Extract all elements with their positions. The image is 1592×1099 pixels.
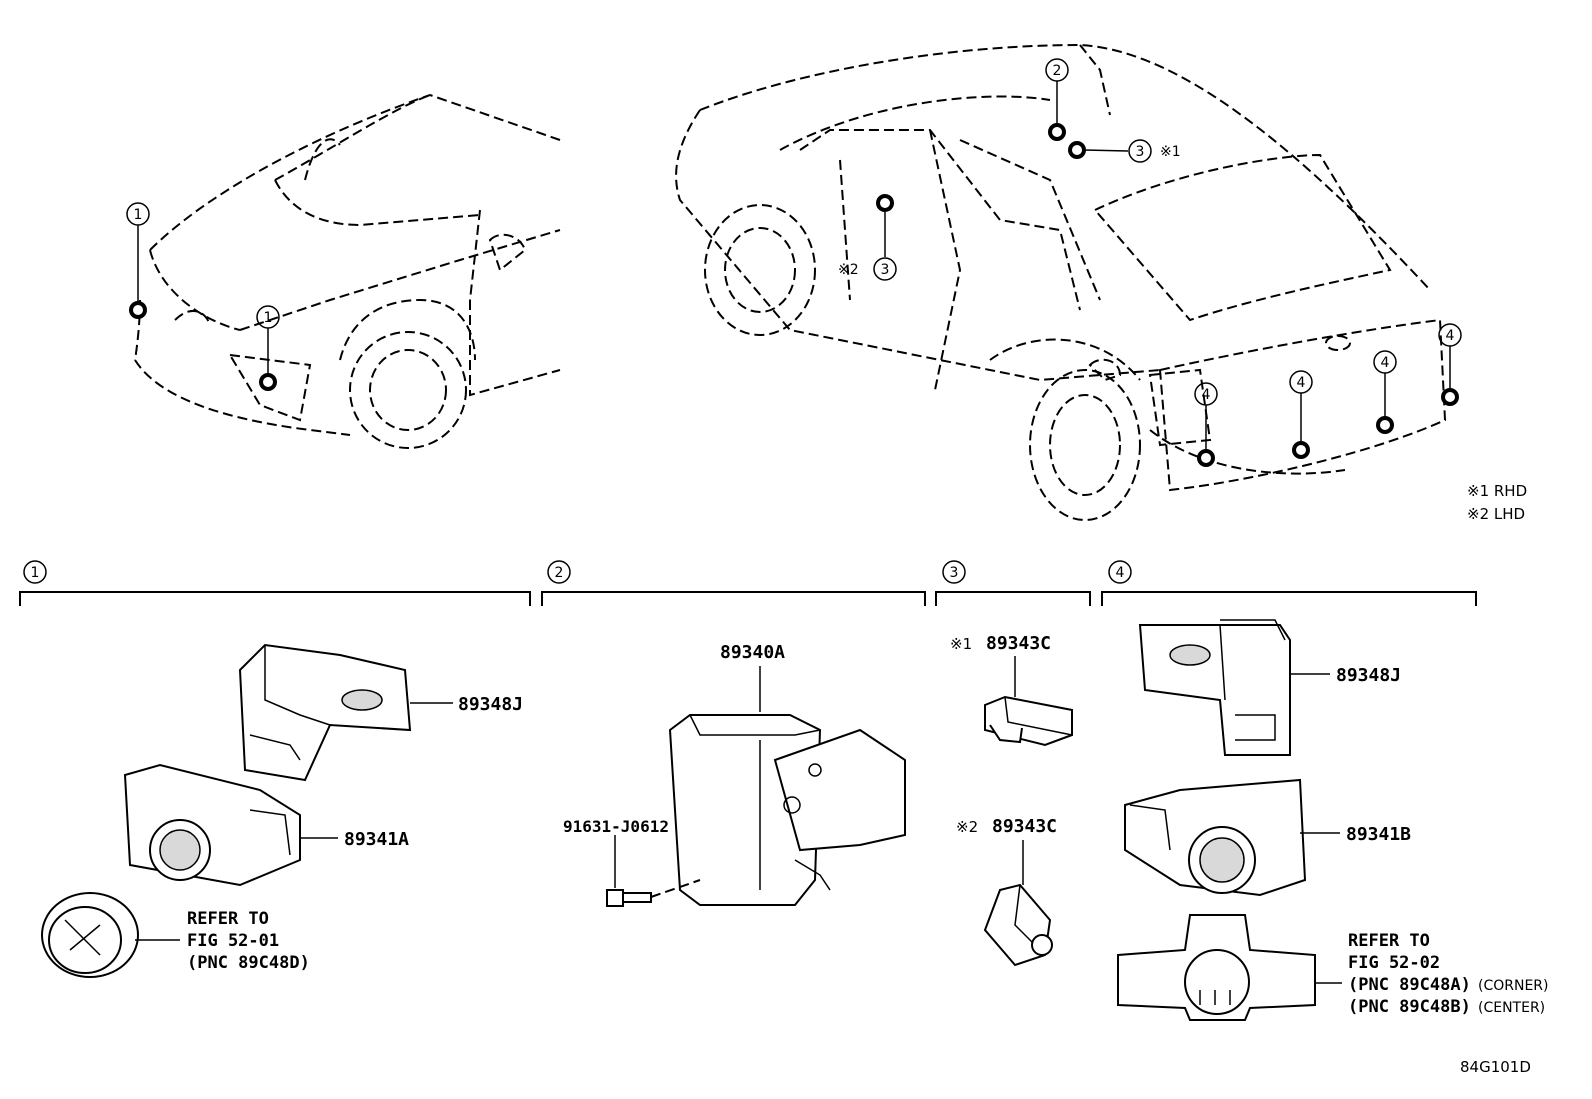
section-number: 3	[950, 565, 959, 581]
svg-text:(CENTER): (CENTER)	[1478, 1000, 1545, 1016]
rhd-mark-section3: ※1	[950, 635, 972, 653]
label-89340A: 89340A	[720, 642, 785, 663]
lhd-mark: ※2	[838, 262, 859, 278]
figure-code: 84G101D	[1460, 1058, 1531, 1076]
label-89348J-rear: 89348J	[1336, 665, 1401, 686]
svg-text:(PNC 89C48B): (PNC 89C48B)	[1348, 997, 1471, 1017]
lhd-mark-section3: ※2	[956, 818, 978, 836]
rear-callout-4b: 4	[1289, 370, 1313, 459]
front-callout-1b: 1	[256, 305, 280, 391]
svg-text:REFER TO: REFER TO	[1348, 931, 1430, 951]
rear-callout-4d: 4	[1438, 323, 1462, 406]
section-1-header: 1	[19, 560, 531, 606]
part-89348J-front-retainer	[238, 643, 453, 782]
rear-callout-4a: 4	[1194, 382, 1218, 467]
front-car-view	[134, 93, 561, 449]
svg-text:FIG 52-01: FIG 52-01	[187, 931, 279, 951]
rear-callout-3-rhd: 3 ※1	[1068, 139, 1181, 163]
section-2-header: 2	[541, 560, 926, 606]
section-4-header: 4	[1101, 560, 1477, 606]
callout-number: 4	[1297, 375, 1306, 391]
part-89343C-lhd-sensor	[983, 883, 1053, 967]
svg-text:FIG 52-02: FIG 52-02	[1348, 953, 1440, 973]
callout-number: 2	[1053, 63, 1062, 79]
callout-number: 3	[1136, 144, 1145, 160]
svg-text:REFER TO: REFER TO	[187, 909, 269, 929]
refer-fig-52-01: REFER TO FIG 52-01 (PNC 89C48D)	[187, 909, 310, 973]
part-91631-bolt	[606, 835, 701, 907]
label-89343C-lhd: 89343C	[992, 816, 1057, 837]
svg-text:(CORNER): (CORNER)	[1478, 978, 1549, 994]
part-89341A-sensor	[123, 763, 338, 887]
section-number: 1	[31, 565, 40, 581]
refer-fig-52-02: REFER TO FIG 52-02 (PNC 89C48A) (CORNER)…	[1348, 931, 1549, 1017]
rear-callout-4c: 4	[1373, 350, 1397, 434]
callout-number: 1	[264, 310, 273, 326]
note-rhd: ※1 RHD	[1467, 482, 1527, 500]
part-89C48A-B-bezel	[1117, 914, 1342, 1021]
callout-number: 3	[881, 262, 890, 278]
section-number: 2	[555, 565, 564, 581]
label-89341B: 89341B	[1346, 824, 1411, 845]
rear-car-view	[675, 43, 1447, 521]
callout-number: 4	[1381, 355, 1390, 371]
part-89343C-rhd-sensor	[984, 695, 1073, 747]
callout-number: 4	[1202, 387, 1211, 403]
front-callout-1a: 1	[126, 202, 150, 319]
label-89341A: 89341A	[344, 829, 409, 850]
svg-text:(PNC 89C48D): (PNC 89C48D)	[187, 953, 310, 973]
label-89348J-front: 89348J	[458, 694, 523, 715]
callout-number: 1	[134, 207, 143, 223]
part-89340A-ecu	[668, 714, 906, 906]
callout-number: 4	[1446, 328, 1455, 344]
part-89348J-rear-retainer	[1138, 619, 1330, 756]
note-lhd: ※2 LHD	[1467, 505, 1525, 523]
label-89343C-rhd: 89343C	[986, 633, 1051, 654]
section-number: 4	[1116, 565, 1125, 581]
rear-callout-2: 2	[1045, 58, 1069, 141]
section-3-header: 3	[935, 560, 1091, 606]
part-89341B-sensor	[1124, 778, 1340, 897]
part-89C48D-bezel	[41, 892, 180, 978]
rhd-mark: ※1	[1160, 144, 1181, 160]
svg-text:(PNC 89C48A): (PNC 89C48A)	[1348, 975, 1471, 995]
label-91631-J0612: 91631-J0612	[563, 817, 669, 836]
rear-callout-3-lhd: 3 ※2	[838, 194, 897, 281]
